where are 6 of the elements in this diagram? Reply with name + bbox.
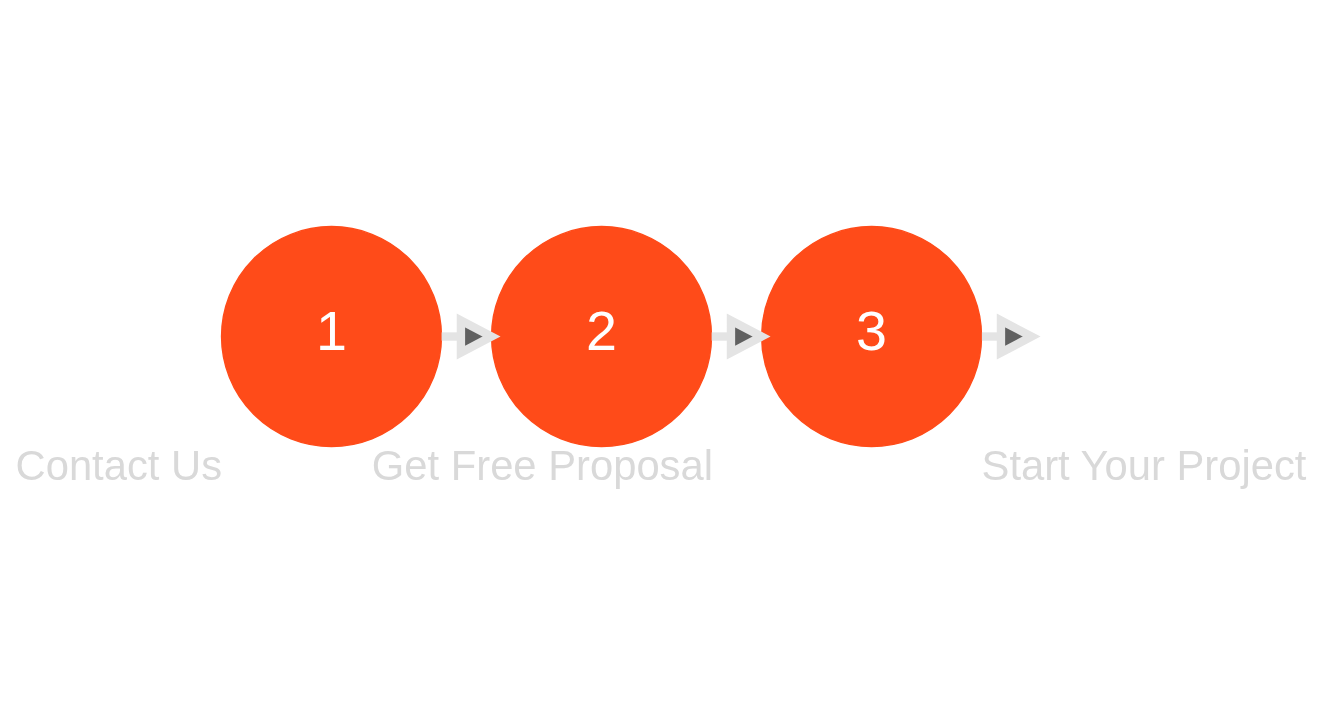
node-circle: 2 bbox=[490, 225, 713, 448]
node-circle: 3 bbox=[760, 225, 983, 448]
arrow bbox=[441, 313, 501, 360]
node-circle: 1 bbox=[220, 225, 443, 448]
arrow bbox=[981, 313, 1041, 360]
arrow bbox=[711, 313, 771, 360]
